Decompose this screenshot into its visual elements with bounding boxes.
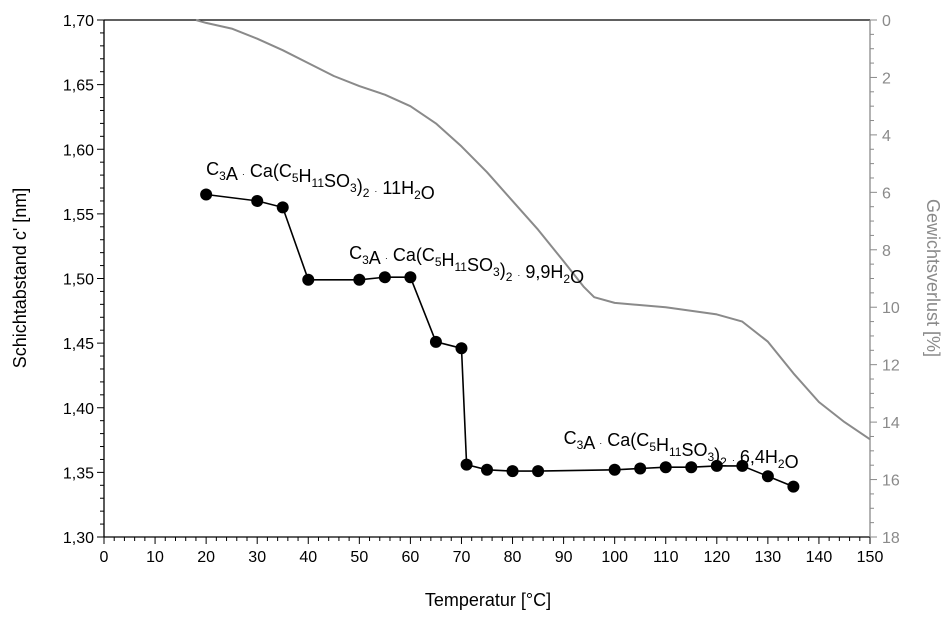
data-point bbox=[378, 271, 391, 284]
y-axis-right: 0 2 4 6 8 10 12 14 16 18 bbox=[870, 13, 900, 547]
annotation-ann3: C3A · Ca(C5H11SO3)2 · 6,4H2O bbox=[564, 428, 799, 472]
data-point bbox=[353, 273, 366, 286]
x-tick-label: 30 bbox=[248, 549, 266, 566]
y2-tick-label: 14 bbox=[882, 415, 900, 432]
x-tick-label: 120 bbox=[703, 549, 730, 566]
data-point bbox=[251, 194, 264, 207]
weight-loss-line bbox=[195, 19, 871, 441]
data-point bbox=[276, 201, 289, 214]
data-point bbox=[634, 462, 647, 475]
x-tick-label: 50 bbox=[350, 549, 368, 566]
x-tick-label: 10 bbox=[146, 549, 164, 566]
annotation-ann1: C3A · Ca(C5H11SO3)2 · 11H2O bbox=[206, 159, 435, 203]
x-tick-label: 150 bbox=[857, 549, 884, 566]
x-tick-label: 70 bbox=[453, 549, 471, 566]
series-weight-loss bbox=[195, 19, 871, 441]
x-tick-label: 20 bbox=[197, 549, 215, 566]
data-point bbox=[481, 463, 493, 476]
y-tick-label: 1,30 bbox=[63, 530, 94, 547]
x-tick-label: 110 bbox=[653, 549, 679, 566]
y-tick-label: 1,70 bbox=[63, 13, 94, 30]
data-point bbox=[761, 470, 774, 483]
x-tick-label: 0 bbox=[100, 549, 109, 566]
x-axis-title: Temperatur [°C] bbox=[425, 590, 551, 610]
data-point bbox=[460, 458, 473, 471]
data-point bbox=[404, 271, 417, 284]
y2-tick-label: 0 bbox=[882, 13, 891, 30]
x-tick-label: 90 bbox=[555, 549, 573, 566]
y-axis-left: 1,30 1,35 1,40 1,45 1,50 1,55 1,60 1,65 1,70 bbox=[63, 13, 104, 547]
y2-axis-title: Gewichtsverlust [%] bbox=[923, 199, 943, 357]
x-tick-label: 60 bbox=[402, 549, 420, 566]
data-point bbox=[736, 459, 749, 472]
y2-tick-label: 2 bbox=[882, 70, 891, 87]
y-tick-label: 1,35 bbox=[63, 465, 94, 482]
data-point bbox=[429, 335, 442, 348]
y-tick-label: 1,50 bbox=[63, 272, 94, 289]
y-tick-label: 1,60 bbox=[63, 142, 94, 159]
data-point bbox=[710, 459, 723, 472]
annotations: C3A · Ca(C5H11SO3)2 · 11H2O C3A · Ca(C5H1… bbox=[206, 159, 798, 472]
y-tick-label: 1,55 bbox=[63, 207, 94, 224]
data-point bbox=[608, 463, 621, 476]
x-tick-label: 140 bbox=[806, 549, 833, 566]
y-tick-label: 1,40 bbox=[63, 401, 94, 418]
data-point bbox=[787, 480, 800, 493]
x-tick-label: 80 bbox=[504, 549, 522, 566]
x-tick-label: 40 bbox=[299, 549, 317, 566]
y2-tick-label: 18 bbox=[882, 530, 900, 547]
data-point bbox=[659, 461, 672, 474]
x-axis: 0 10 20 30 40 50 60 70 80 90 100 110 120 130 140 150 bbox=[100, 537, 884, 566]
y2-tick-label: 6 bbox=[882, 185, 891, 202]
x-tick-label: 100 bbox=[601, 549, 628, 566]
y2-tick-label: 8 bbox=[882, 243, 891, 260]
y-tick-label: 1,65 bbox=[63, 78, 94, 95]
y2-tick-label: 4 bbox=[882, 128, 891, 145]
data-point bbox=[685, 461, 698, 474]
series-layer-spacing bbox=[200, 188, 800, 493]
y-tick-label: 1,45 bbox=[63, 336, 94, 353]
y2-tick-label: 10 bbox=[882, 300, 900, 317]
y2-tick-label: 16 bbox=[882, 473, 900, 490]
data-point bbox=[200, 188, 213, 201]
data-point bbox=[532, 465, 545, 478]
x-tick-label: 130 bbox=[755, 549, 782, 566]
annotation-ann2: C3A · Ca(C5H11SO3)2 · 9,9H2O bbox=[349, 243, 584, 287]
data-point bbox=[506, 465, 519, 478]
data-point bbox=[302, 273, 315, 286]
y-axis-title: Schichtabstand c' [nm] bbox=[10, 188, 30, 369]
data-point bbox=[455, 342, 468, 355]
y2-tick-label: 12 bbox=[882, 358, 900, 375]
